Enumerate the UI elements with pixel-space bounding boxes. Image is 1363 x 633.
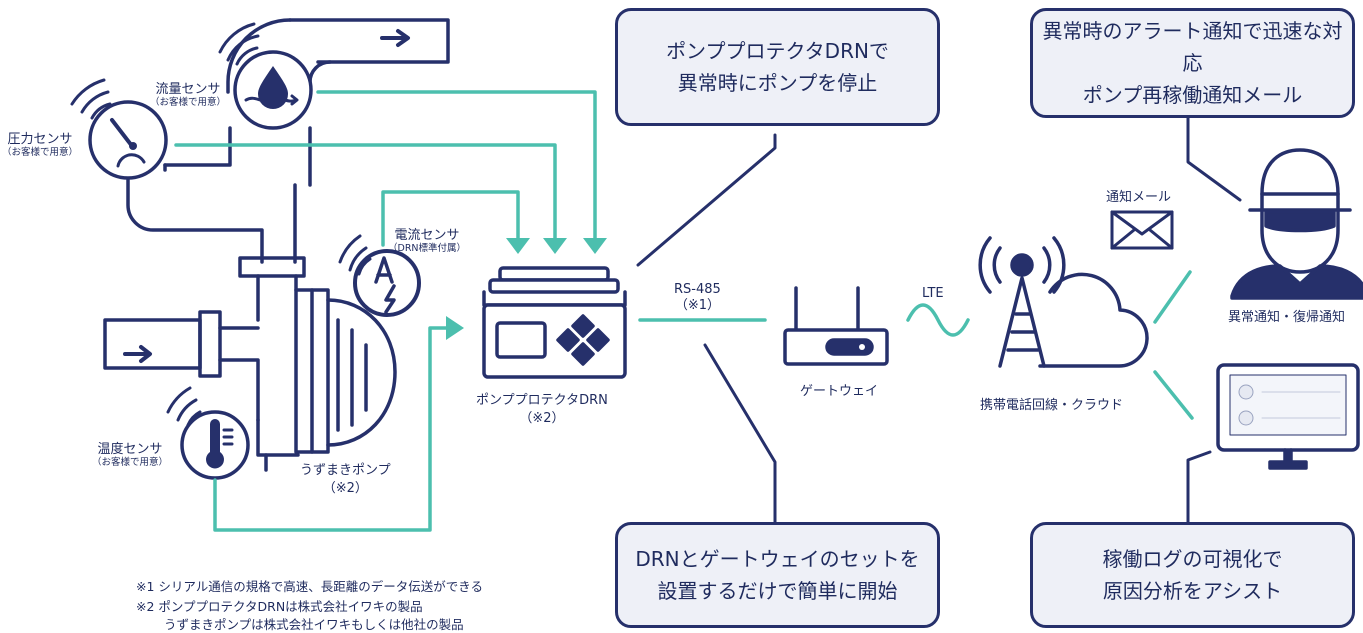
rs485-note: （※1） [674, 298, 720, 313]
rs485-label: RS-485 （※1） [674, 282, 721, 314]
callout-easy-setup: DRNとゲートウェイのセットを 設置するだけで簡単に開始 [615, 522, 940, 628]
rs485-name: RS-485 [674, 282, 721, 297]
callout-line: ポンプ再稼働通知メール [1082, 83, 1303, 107]
callout-line: ポンププロテクタDRNで [666, 39, 889, 63]
pump-name: うずまきポンプ [300, 463, 391, 478]
current-sensor-label: 電流センサ （DRN標準付属） [388, 224, 466, 255]
flow-sensor-note: （お客様で用意） [150, 97, 227, 108]
pump-note: （※2） [322, 481, 368, 496]
lte-label: LTE [922, 286, 944, 301]
flow-sensor-label: 流量センサ （お客様で用意） [150, 78, 226, 109]
current-sensor-icon [338, 234, 421, 317]
flow-sensor-name: 流量センサ [155, 82, 221, 97]
callout-line: 異常時にポンプを停止 [677, 71, 878, 95]
temperature-sensor-icon [166, 386, 250, 480]
drn-note: （※2） [519, 411, 565, 426]
callout-line: 設置するだけで簡単に開始 [657, 579, 898, 603]
pipe-network [103, 18, 450, 472]
callout-line: 稼働ログの可視化で [1102, 547, 1283, 571]
callout-alert-notification: 異常時のアラート通知で迅速な対応 ポンプ再稼働通知メール [1030, 8, 1355, 118]
mail-label: 通知メール [1106, 190, 1172, 205]
gateway-icon [783, 286, 889, 366]
inlet-arrow-icon [123, 345, 152, 363]
user-label: 異常通知・復帰通知 [1228, 310, 1346, 325]
drn-name: ポンププロテクタDRN [476, 393, 608, 408]
pressure-sensor-name: 圧力センサ [7, 132, 73, 147]
monitor-icon [1216, 363, 1360, 470]
user-icon [1230, 148, 1363, 300]
pump-label: うずまきポンプ （※2） [300, 462, 391, 498]
mail-icon [1110, 210, 1174, 250]
flow-sensor-icon [218, 22, 313, 130]
footnote-3: うずまきポンプは株式会社イワキもしくは他社の製品 [164, 617, 464, 632]
pressure-sensor-label: 圧力センサ （お客様で用意） [2, 128, 78, 159]
callout-stop-pump: ポンププロテクタDRNで 異常時にポンプを停止 [615, 8, 940, 126]
cloud-label: 携帯電話回線・クラウド [980, 398, 1124, 413]
current-sensor-note: （DRN標準付属） [388, 243, 467, 254]
temperature-sensor-name: 温度センサ [97, 442, 163, 457]
callout-line: 原因分析をアシスト [1102, 579, 1283, 603]
signal-lines [174, 90, 1194, 532]
signal-arrowheads [446, 238, 607, 340]
pressure-sensor-icon [70, 78, 168, 180]
cloud-antenna-icon [978, 236, 1149, 368]
temperature-sensor-label: 温度センサ （お客様で用意） [92, 438, 168, 469]
pressure-sensor-note: （お客様で用意） [2, 147, 79, 158]
outlet-arrow-icon [380, 29, 410, 47]
footnote-1: ※1 シリアル通信の規格で高速、長距離のデータ伝送ができる [136, 579, 484, 594]
temperature-sensor-note: （お客様で用意） [92, 457, 169, 468]
drn-label: ポンププロテクタDRN （※2） [476, 392, 608, 428]
current-sensor-name: 電流センサ [394, 228, 460, 243]
callout-line: DRNとゲートウェイのセットを [635, 547, 920, 571]
callout-line: 異常時のアラート通知で迅速な対応 [1042, 19, 1343, 75]
callout-connectors [636, 98, 1242, 527]
gateway-label: ゲートウェイ [800, 384, 879, 399]
callout-log-visualization: 稼働ログの可視化で 原因分析をアシスト [1030, 522, 1355, 628]
drn-device-icon [482, 266, 627, 379]
footnote-2: ※2 ポンププロテクタDRNは株式会社イワキの製品 [136, 599, 423, 614]
